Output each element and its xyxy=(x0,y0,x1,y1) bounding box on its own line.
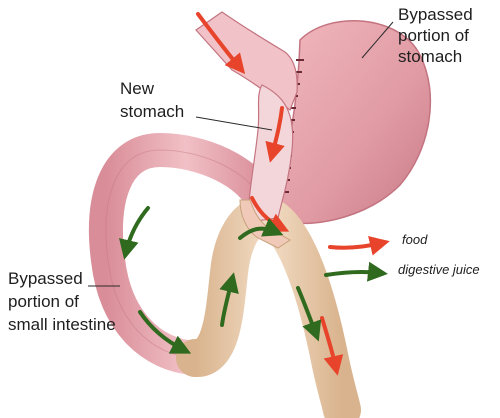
juice-arrow-4 xyxy=(238,218,284,240)
juice-arrow-5 xyxy=(296,286,322,342)
bypassed-intestine-loop xyxy=(88,132,282,375)
juice-arrow-1 xyxy=(119,206,150,260)
legend-food-label: food xyxy=(402,232,428,247)
juice-arrow-2 xyxy=(138,310,192,354)
leader-bypassed-stomach xyxy=(361,21,394,59)
food-arrow-2 xyxy=(265,106,285,163)
juice-arrow-3 xyxy=(219,272,239,327)
legend-food-arrow xyxy=(328,236,390,256)
label-bypassed-intestine: Bypassed portion of small intestine xyxy=(8,269,116,334)
label-bypassed-stomach: Bypassed portion of stomach xyxy=(398,5,477,66)
leader-new-stomach xyxy=(195,116,273,131)
legend: food digestive juice xyxy=(324,232,480,282)
juice-arrows xyxy=(119,206,322,354)
esophagus-shape xyxy=(195,11,298,111)
label-new-stomach: New stomach xyxy=(120,79,184,121)
small-intestine xyxy=(176,196,361,418)
food-arrow-4 xyxy=(320,316,344,376)
legend-juice-label: digestive juice xyxy=(398,262,480,277)
legend-juice-arrow xyxy=(324,261,388,282)
food-arrow-1 xyxy=(196,12,246,75)
